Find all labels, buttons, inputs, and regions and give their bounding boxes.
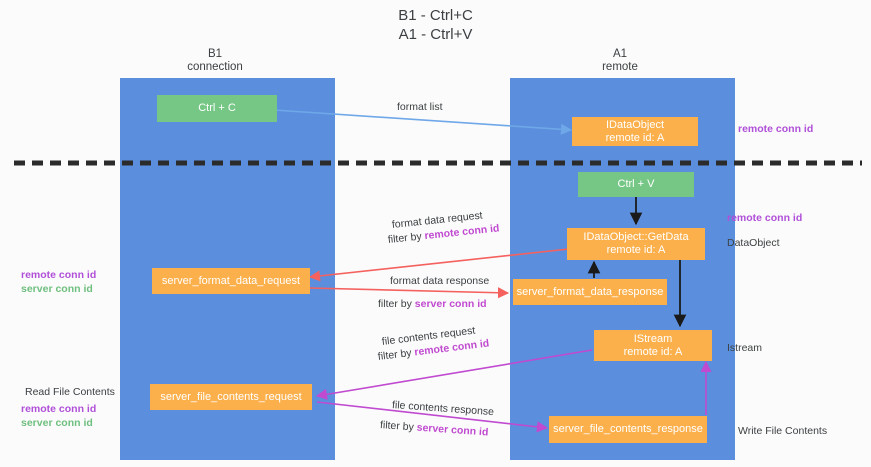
node-server-format-data-response[interactable]: server_format_data_response <box>513 279 667 305</box>
node-server-file-contents-request-label: server_file_contents_request <box>160 390 302 403</box>
side-label-left-bottom-remote-conn-id-text: remote conn id <box>21 403 97 415</box>
side-label-dataobject-text: DataObject <box>727 237 780 249</box>
node-ctrl-v[interactable]: Ctrl + V <box>578 172 694 197</box>
column-header-b1-sub: connection <box>187 61 243 73</box>
node-idataobject-getdata[interactable]: IDataObject::GetData remote id: A <box>567 228 705 260</box>
arrow-file-contents-request <box>315 349 593 400</box>
side-label-right-top-remote-conn-id-text: remote conn id <box>738 123 814 135</box>
side-label-left-bottom-server-conn-id-text: server conn id <box>21 417 93 429</box>
side-label-left-remote-conn-id-text: remote conn id <box>21 269 97 281</box>
side-label-left-server-conn-id-text: server conn id <box>21 283 93 295</box>
arrow-format-data-response <box>309 287 510 299</box>
node-ctrl-c[interactable]: Ctrl + C <box>157 95 277 122</box>
node-getdata-line1: IDataObject::GetData <box>583 231 689 243</box>
title-line-1: B1 - Ctrl+C <box>398 7 473 24</box>
edge-label-file-contents-response-filter-prefix: filter by <box>379 419 418 434</box>
node-idataobject-line2: remote id: A <box>605 131 665 144</box>
node-getdata-line2: remote id: A <box>606 244 666 256</box>
node-server-file-contents-response[interactable]: server_file_contents_response <box>549 416 707 443</box>
side-label-write-file-contents: Write File Contents <box>738 424 827 438</box>
edge-label-format-data-response-filter-prefix: filter by <box>378 298 415 310</box>
node-server-format-data-response-label: server_format_data_response <box>516 285 664 298</box>
node-idataobject-line1: IDataObject <box>605 118 665 131</box>
side-label-istream-text: Istream <box>727 342 763 354</box>
side-label-right-top-remote-conn-id: remote conn id <box>738 122 813 136</box>
node-idataobject[interactable]: IDataObject remote id: A <box>572 117 698 146</box>
edge-label-format-data-response-filter: filter by server conn id <box>378 298 487 311</box>
node-server-file-contents-response-label: server_file_contents_response <box>553 423 703 435</box>
node-server-file-contents-request[interactable]: server_file_contents_request <box>150 384 312 410</box>
side-label-right-mid-remote-conn-id-text: remote conn id <box>727 212 803 224</box>
node-ctrl-c-label: Ctrl + C <box>198 102 236 114</box>
node-istream[interactable]: IStream remote id: A <box>594 330 712 361</box>
title-line-2: A1 - Ctrl+V <box>398 26 473 43</box>
node-istream-line2: remote id: A <box>623 345 683 358</box>
edge-label-format-list: format list <box>397 101 443 114</box>
arrow-format-data-request <box>308 247 579 282</box>
column-header-a1-name: A1 <box>612 48 628 60</box>
side-label-right-mid-remote-conn-id: remote conn id <box>727 211 802 225</box>
node-istream-line1: IStream <box>633 332 673 345</box>
edge-label-format-data-request-filter-prefix: filter by <box>387 230 426 246</box>
side-label-read-file-contents: Read File Contents <box>25 385 115 399</box>
arrow-format-list <box>273 109 573 135</box>
side-label-left-bottom-conn-ids: remote conn id server conn id <box>21 402 96 430</box>
node-server-format-data-request[interactable]: server_format_data_request <box>152 268 310 294</box>
column-header-b1: B1 connection <box>155 48 275 74</box>
node-ctrl-v-label: Ctrl + V <box>617 178 655 190</box>
arrow-file-contents-response <box>316 401 549 433</box>
column-header-b1-name: B1 <box>207 48 223 60</box>
column-header-a1-sub: remote <box>602 61 638 73</box>
side-label-read-file-contents-text: Read File Contents <box>25 386 115 398</box>
side-label-write-file-contents-text: Write File Contents <box>738 425 828 437</box>
edge-label-format-list-text: format list <box>397 101 443 113</box>
edge-label-format-data-response-text: format data response <box>390 275 490 287</box>
page-title: B1 - Ctrl+C A1 - Ctrl+V <box>0 6 871 44</box>
side-label-left-conn-ids: remote conn id server conn id <box>21 268 96 296</box>
edge-label-format-data-response: format data response <box>390 275 489 288</box>
edge-label-format-data-response-filter-key: server conn id <box>414 298 487 310</box>
column-header-a1: A1 remote <box>560 48 680 74</box>
side-label-dataobject: DataObject <box>727 236 780 250</box>
side-label-istream: Istream <box>727 341 762 355</box>
node-server-format-data-request-label: server_format_data_request <box>161 274 301 287</box>
